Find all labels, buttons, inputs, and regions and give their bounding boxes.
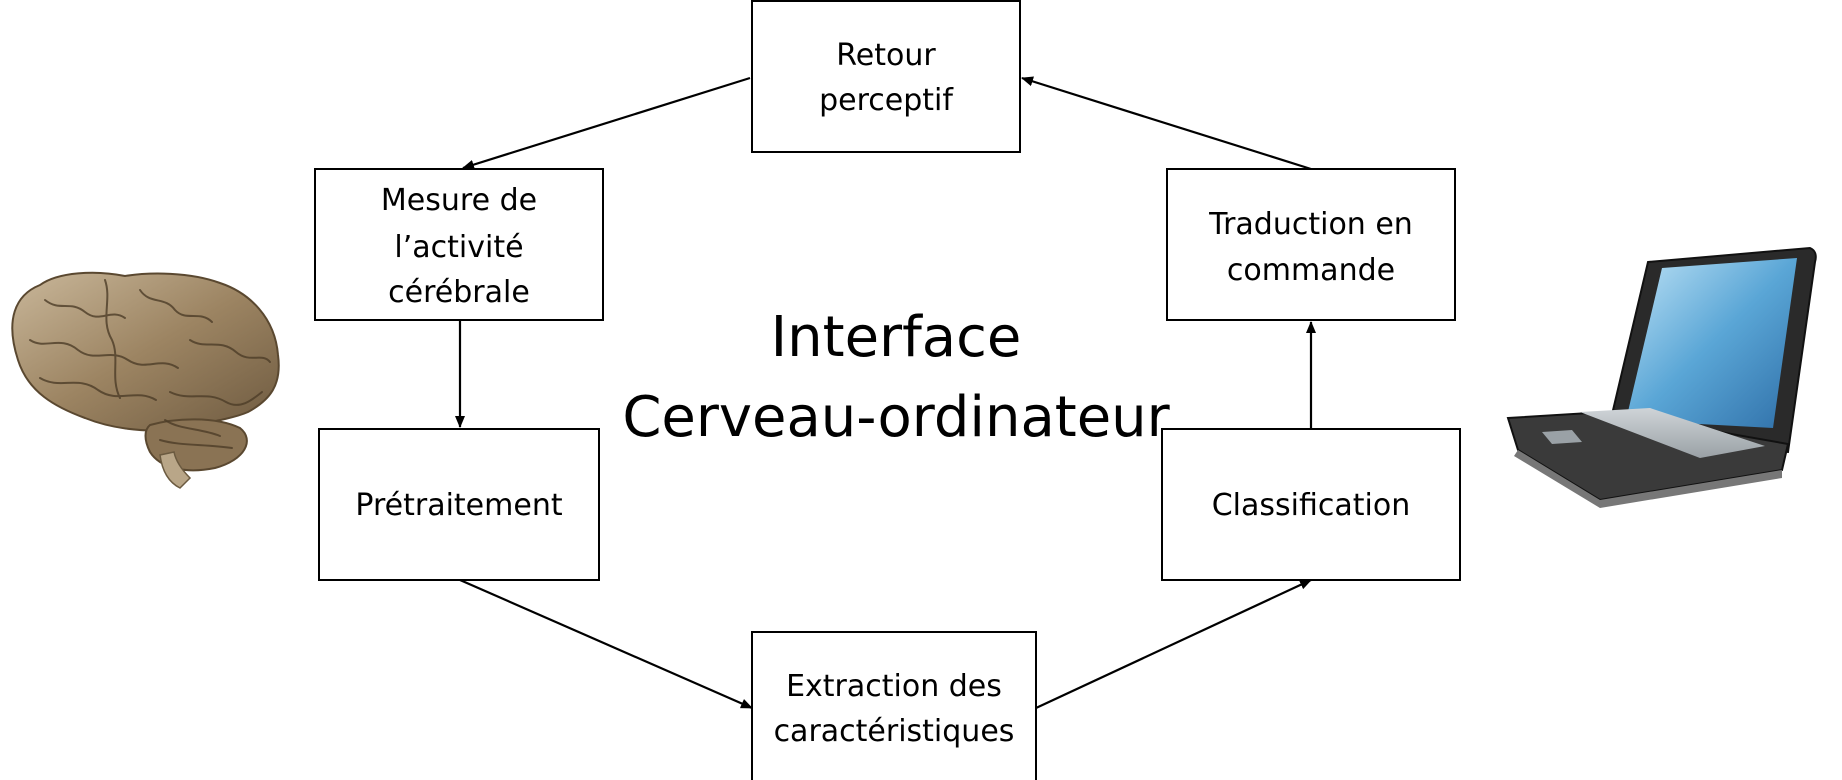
- box-measure-line-3: cérébrale: [388, 275, 530, 310]
- arrow-preprocessing-to-extraction: [459, 578, 753, 710]
- box-extraction: Extraction des caractéristiques: [751, 631, 1037, 780]
- box-classification-line-1: Classification: [1212, 488, 1411, 523]
- box-feedback-line-2: perceptif: [819, 83, 954, 118]
- box-preprocessing-line-1: Prétraitement: [355, 488, 562, 523]
- box-measure-line-2: l’activité: [394, 230, 523, 265]
- arrow-feedback-to-measure: [462, 76, 751, 170]
- arrow-translation-to-feedback: [1021, 76, 1312, 171]
- box-preprocessing: Prétraitement: [318, 428, 600, 581]
- box-measure-line-1: Mesure de: [381, 183, 537, 218]
- box-translation-line-2: commande: [1227, 253, 1395, 288]
- center-title-line-1: Interface: [771, 305, 1022, 370]
- box-extraction-line-1: Extraction des: [786, 669, 1002, 704]
- brain-illustration: [11, 271, 280, 489]
- box-feedback-line-1: Retour: [836, 38, 936, 73]
- laptop-illustration: [1506, 246, 1817, 508]
- arrow-extraction-to-classification: [1035, 579, 1312, 709]
- box-feedback: Retour perceptif: [751, 0, 1021, 153]
- center-title-line-2: Cerveau-ordinateur: [622, 385, 1170, 450]
- box-measure: Mesure de l’activité cérébrale: [314, 168, 604, 321]
- box-classification: Classification: [1161, 428, 1461, 581]
- box-extraction-line-2: caractéristiques: [774, 714, 1015, 749]
- box-translation-line-1: Traduction en: [1208, 207, 1413, 242]
- center-title: Interface Cerveau-ordinateur: [622, 305, 1170, 450]
- arrows: [455, 76, 1316, 710]
- box-translation: Traduction en commande: [1166, 168, 1456, 321]
